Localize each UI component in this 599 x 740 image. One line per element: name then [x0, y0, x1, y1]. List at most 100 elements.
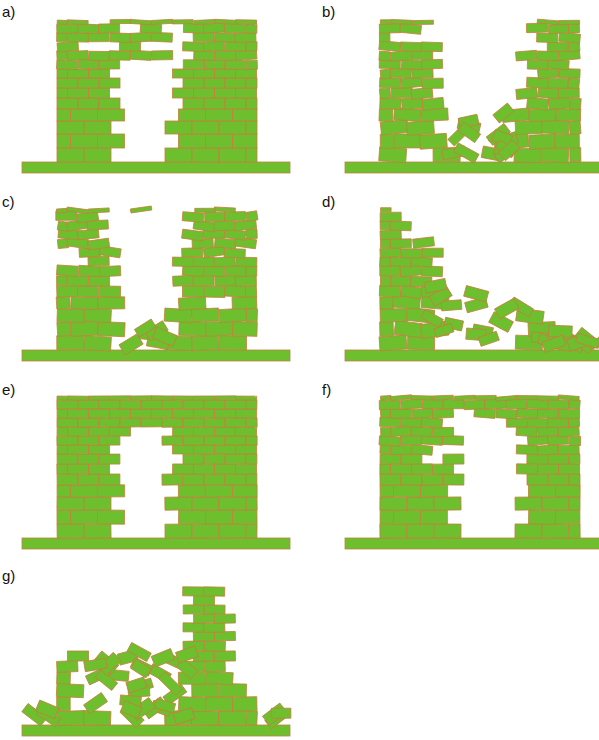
brick: [537, 33, 558, 43]
brick: [400, 23, 422, 34]
brick: [379, 285, 400, 297]
brick: [71, 510, 98, 524]
brick: [413, 237, 435, 248]
brick: [165, 148, 192, 162]
brick: [421, 485, 448, 497]
brick: [526, 77, 547, 88]
brick: [119, 334, 143, 355]
brick: [548, 474, 569, 485]
brick: [57, 41, 79, 51]
brick: [464, 400, 485, 410]
brick: [57, 69, 68, 78]
brick: [506, 418, 527, 427]
brick: [151, 19, 172, 24]
brick: [182, 229, 204, 241]
brick: [517, 396, 538, 400]
brick: [246, 309, 257, 322]
brick: [559, 20, 580, 24]
brick: [401, 474, 422, 485]
brick: [559, 409, 580, 418]
brick: [78, 474, 99, 485]
brick: [390, 464, 411, 474]
brick: [569, 524, 580, 538]
brick: [88, 256, 109, 266]
brick: [99, 418, 120, 427]
brick: [68, 69, 89, 78]
brick: [401, 60, 423, 70]
brick: [193, 464, 214, 474]
brick: [110, 33, 131, 43]
brick: [245, 286, 256, 297]
brick: [110, 396, 131, 400]
brick: [183, 60, 204, 69]
brick: [235, 33, 256, 43]
panel-label: d): [322, 194, 335, 209]
brick: [67, 207, 88, 214]
ground-slab: [22, 725, 290, 736]
brick: [224, 23, 245, 33]
brick: [57, 445, 68, 454]
brick: [183, 587, 204, 596]
brick: [35, 700, 59, 719]
brick: [162, 418, 183, 427]
brick: [219, 336, 246, 350]
brick: [130, 32, 152, 42]
ground-slab: [345, 162, 599, 173]
brick: [183, 454, 204, 464]
brick: [57, 148, 84, 162]
ground-slab: [345, 538, 599, 549]
brick: [84, 148, 111, 162]
brick: [191, 710, 218, 725]
brick: [57, 510, 71, 524]
brick: [558, 88, 579, 98]
brick: [67, 276, 88, 286]
brick: [548, 454, 569, 464]
brick: [412, 20, 433, 24]
brick: [568, 24, 579, 33]
brick: [380, 322, 394, 336]
brick: [173, 427, 194, 436]
brick: [78, 418, 99, 427]
brick: [537, 409, 558, 418]
brick: [454, 395, 475, 400]
brick: [126, 677, 147, 693]
brick: [57, 33, 68, 42]
brick: [88, 409, 109, 418]
brick: [541, 147, 569, 162]
brick: [99, 60, 120, 69]
brick: [548, 418, 569, 427]
brick: [192, 524, 219, 538]
brick: [246, 60, 257, 69]
brick: [464, 286, 489, 302]
brick: [88, 238, 110, 250]
brick: [56, 208, 67, 213]
brick: [422, 248, 443, 257]
brick: [391, 395, 412, 401]
brick: [391, 426, 412, 436]
brick: [173, 464, 194, 474]
brick: [421, 417, 443, 428]
brick: [246, 474, 257, 485]
brick: [380, 248, 401, 258]
brick: [130, 50, 151, 60]
brick: [380, 454, 401, 464]
brick: [192, 148, 219, 162]
brick: [178, 485, 205, 497]
brick: [515, 120, 543, 134]
wall-panel: [345, 19, 599, 173]
brick: [458, 122, 481, 143]
brick: [576, 333, 599, 348]
brick: [88, 396, 109, 400]
brick: [390, 239, 411, 248]
brick: [219, 121, 246, 134]
brick: [192, 335, 220, 350]
brick: [412, 408, 434, 418]
brick: [214, 238, 236, 249]
brick: [225, 474, 246, 485]
brick: [225, 400, 246, 409]
brick: [379, 147, 407, 163]
brick: [379, 436, 401, 446]
brick: [390, 221, 411, 231]
brick: [99, 474, 120, 485]
